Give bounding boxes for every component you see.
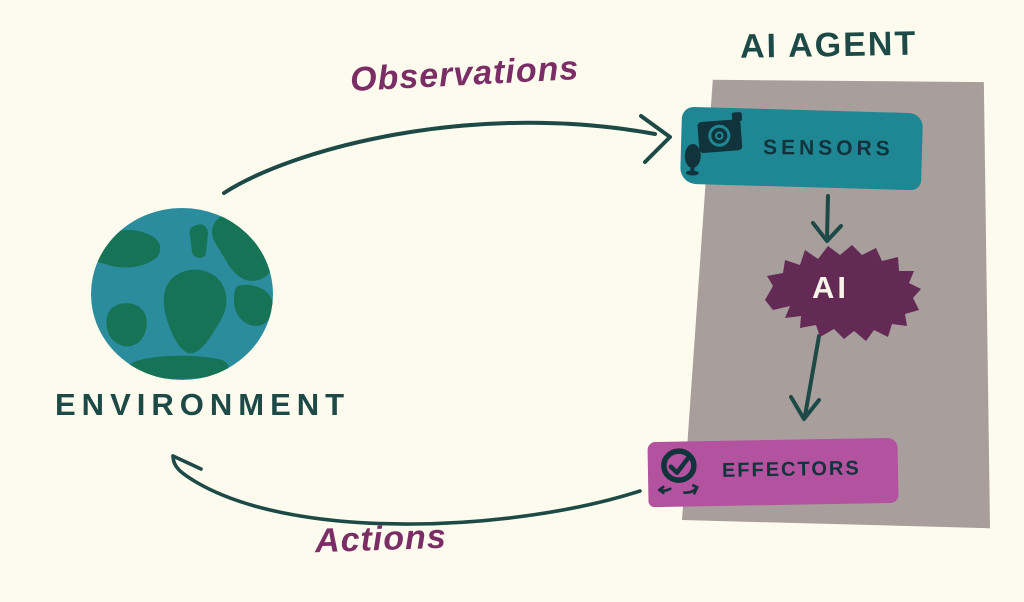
dial-check-icon	[657, 448, 699, 495]
sensors-label: SENSORS	[762, 136, 894, 161]
camera-icon	[697, 112, 743, 153]
ai-block: AI	[757, 240, 925, 348]
sensors-block: SENSORS	[679, 106, 924, 191]
ai-cloud-shape	[765, 245, 921, 341]
actions-label: Actions	[314, 517, 448, 561]
observations-label: Observations	[349, 49, 581, 99]
effectors-label: EFFECTORS	[721, 457, 861, 482]
globe-earth-icon	[91, 208, 273, 380]
left-right-arrows-icon	[657, 484, 699, 495]
ai-agent-title: AI AGENT	[739, 24, 918, 66]
camera-microphone-icon	[684, 112, 743, 176]
actions-arrow	[171, 454, 642, 526]
observations-arrow	[222, 114, 672, 195]
effectors-block: EFFECTORS	[647, 437, 899, 508]
ai-label: AI	[812, 270, 849, 305]
microphone-icon	[684, 143, 701, 176]
environment-label: ENVIRONMENT	[55, 387, 351, 422]
